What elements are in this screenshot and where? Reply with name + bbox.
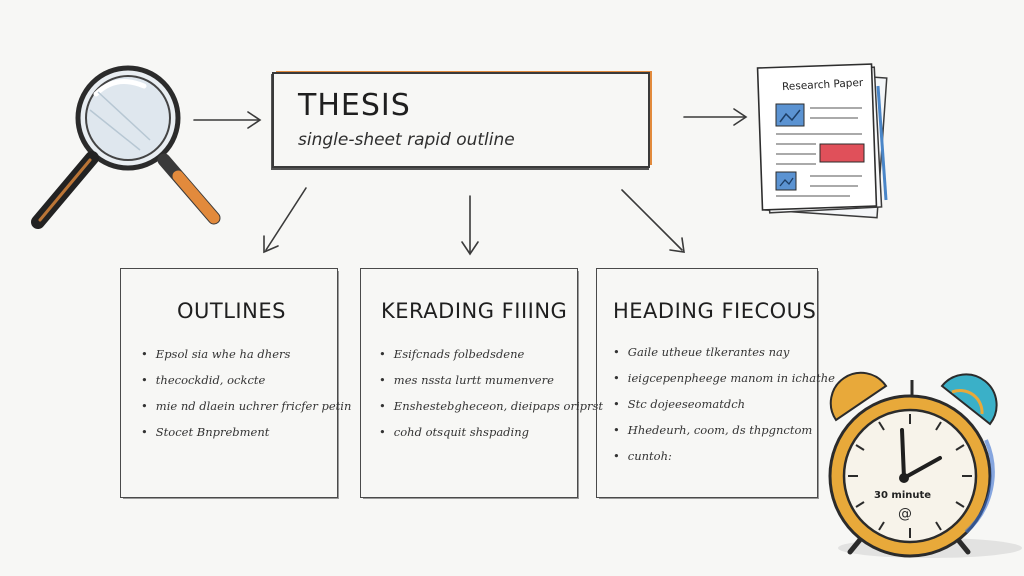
list-item: Gaile utheue tlkerantes nay — [613, 345, 835, 359]
list-item: mie nd dlaein uchrer fricfer petin — [141, 399, 352, 413]
card-list: Gaile utheue tlkerantes nay ieigcepenphe… — [613, 345, 835, 475]
svg-text:@: @ — [898, 506, 912, 522]
list-item: Hhedeurh, coom, ds thpgnctom — [613, 423, 835, 437]
card-outlines: OUTLINES Epsol sia whe ha dhers thecockd… — [120, 268, 351, 498]
list-item: cohd otsquit shspading — [379, 425, 603, 439]
list-item: Esifcnads folbedsdene — [379, 347, 603, 361]
card-kerading: KERADING FIIING Esifcnads folbedsdene me… — [360, 268, 603, 498]
list-item: mes nssta lurtt mumenvere — [379, 373, 603, 387]
list-item: Enshestebgheceon, dieipaps oriprst — [379, 399, 603, 413]
thesis-subtitle: single-sheet rapid outline — [298, 130, 515, 150]
card-title: HEADING FIECOUS — [613, 299, 817, 323]
list-item: cuntoh: — [613, 449, 835, 463]
list-item: Stc dojeeseomatdch — [613, 397, 835, 411]
card-list: Esifcnads folbedsdene mes nssta lurtt mu… — [379, 347, 603, 451]
card-heading: HEADING FIECOUS Gaile utheue tlkerantes … — [596, 268, 835, 498]
list-item: thecockdid, ockcte — [141, 373, 351, 387]
card-title: KERADING FIIING — [381, 299, 568, 323]
list-item: Epsol sia whe ha dhers — [141, 347, 351, 361]
clock-label: 30 minute — [874, 490, 932, 501]
thesis-title: THESIS — [298, 88, 411, 123]
list-item: ieigcepenpheege manom in ichathe — [613, 371, 835, 385]
card-list: Epsol sia whe ha dhers thecockdid, ockct… — [141, 347, 352, 451]
list-item: Stocet Bnprebment — [141, 425, 351, 439]
card-title: OUTLINES — [177, 299, 286, 323]
thesis-box — [272, 72, 650, 168]
